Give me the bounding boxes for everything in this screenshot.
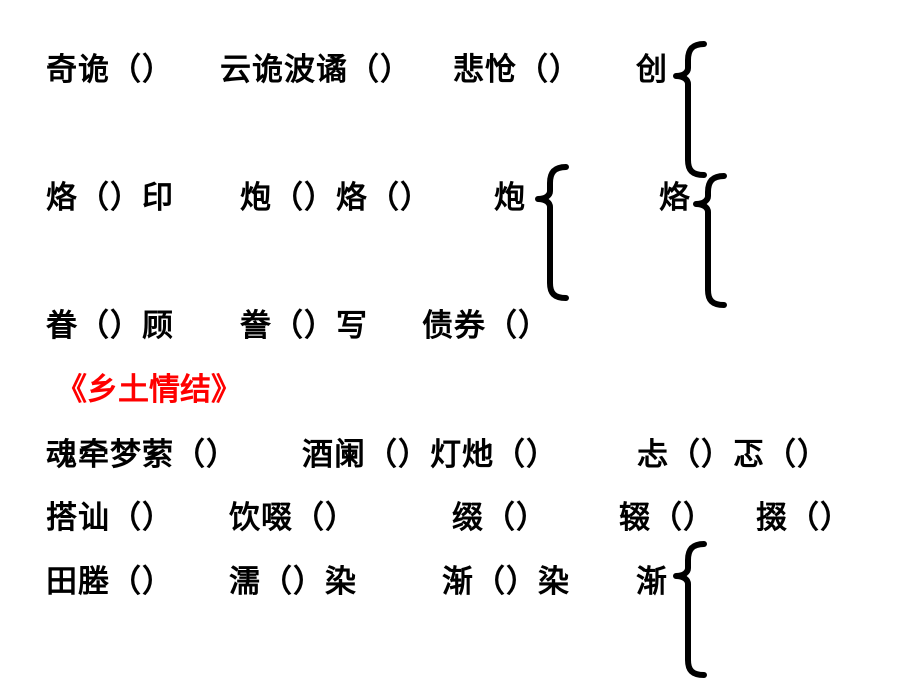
brace-jian-icon [672,541,708,678]
word-chuo: 辍（） [619,500,715,536]
word-yunguibojue: 云诡波谲（） [220,52,412,88]
section-title: 《乡土情结》 [56,372,242,408]
brace-luo-icon [692,173,728,308]
word-tante: 忐（）忑（） [637,437,829,473]
word-beichuang: 悲怆（） [453,52,581,88]
word-zhui: 缀（） [452,500,548,536]
word-paoluo: 炮（）烙（） [240,180,432,216]
word-luo: 烙 [659,180,691,216]
word-qigui: 奇诡（） [46,52,174,88]
word-pao: 炮 [494,180,526,216]
word-jiulandengxie: 酒阑（）灯灺（） [302,437,558,473]
brace-pao-icon [534,164,570,301]
word-hunqianmengying: 魂牵梦萦（） [46,437,238,473]
word-yinchuo: 饮啜（） [229,500,357,536]
word-tiancheng: 田塍（） [46,564,174,600]
word-duo: 掇（） [756,500,852,536]
word-chuang: 创 [636,52,668,88]
word-tengxie: 誊（）写 [240,308,368,344]
word-jianran: 渐（）染 [442,564,570,600]
word-jian: 渐 [636,564,668,600]
word-laoyin: 烙（）印 [46,180,174,216]
word-juangu: 眷（）顾 [46,308,174,344]
word-dashan: 搭讪（） [46,500,174,536]
word-zhaiquan: 债券（） [422,308,550,344]
word-ruran: 濡（）染 [229,564,357,600]
brace-chuang-icon [672,41,708,178]
